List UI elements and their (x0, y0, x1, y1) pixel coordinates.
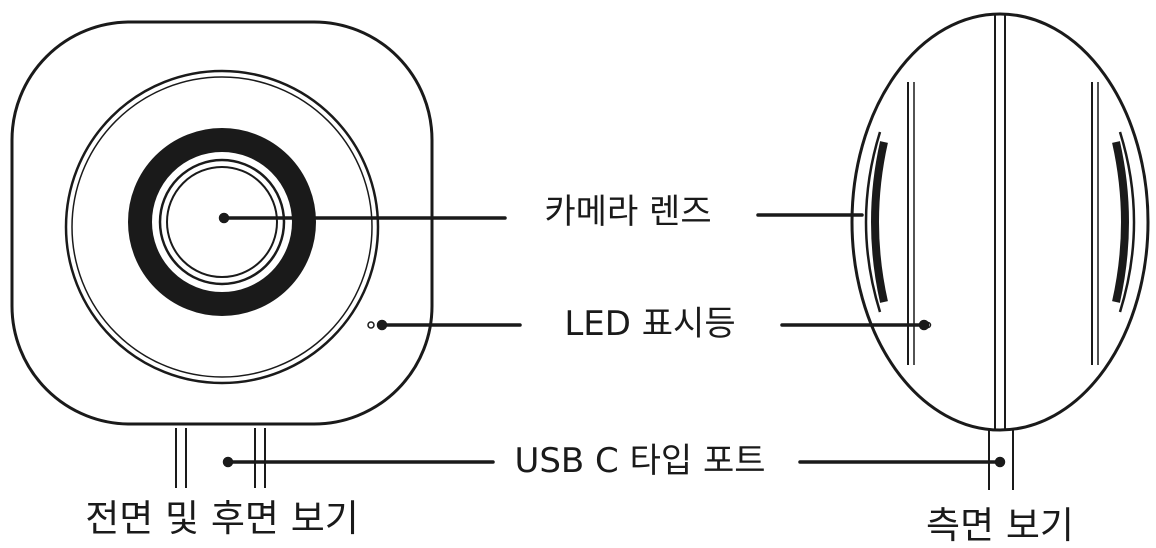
leader-dot (218, 212, 230, 224)
side-body-outline (850, 12, 1150, 432)
side-lens-bulge-left (864, 131, 882, 313)
leader-dot (376, 319, 388, 331)
front-outer-ring-inner (71, 76, 373, 378)
leader-dot (222, 456, 234, 468)
camera-lens-label: 카메라 렌즈 (544, 192, 712, 232)
side-lens-thick-right (1112, 141, 1129, 303)
front-view (10, 20, 434, 488)
lens-thick-ring (128, 128, 316, 316)
usb-c-port-label: USB C 타입 포트 (514, 441, 766, 481)
leader-lines (218, 212, 1006, 468)
led-indicator-label: LED 표시등 (564, 304, 736, 344)
led-dot-front (367, 321, 375, 329)
front-body-outline (10, 20, 434, 426)
leader-dot (994, 456, 1006, 468)
side-view (850, 12, 1150, 490)
side-lens-thick-left (871, 141, 888, 303)
leader-dot (918, 319, 930, 331)
lens-mid-ring (158, 158, 286, 286)
front-outer-ring (64, 69, 380, 385)
lens-inner-ring (166, 166, 278, 278)
side-lens-bulge-right (1118, 131, 1136, 313)
front-back-view-caption: 전면 및 후면 보기 (85, 497, 359, 540)
side-view-caption: 측면 보기 (926, 504, 1074, 547)
